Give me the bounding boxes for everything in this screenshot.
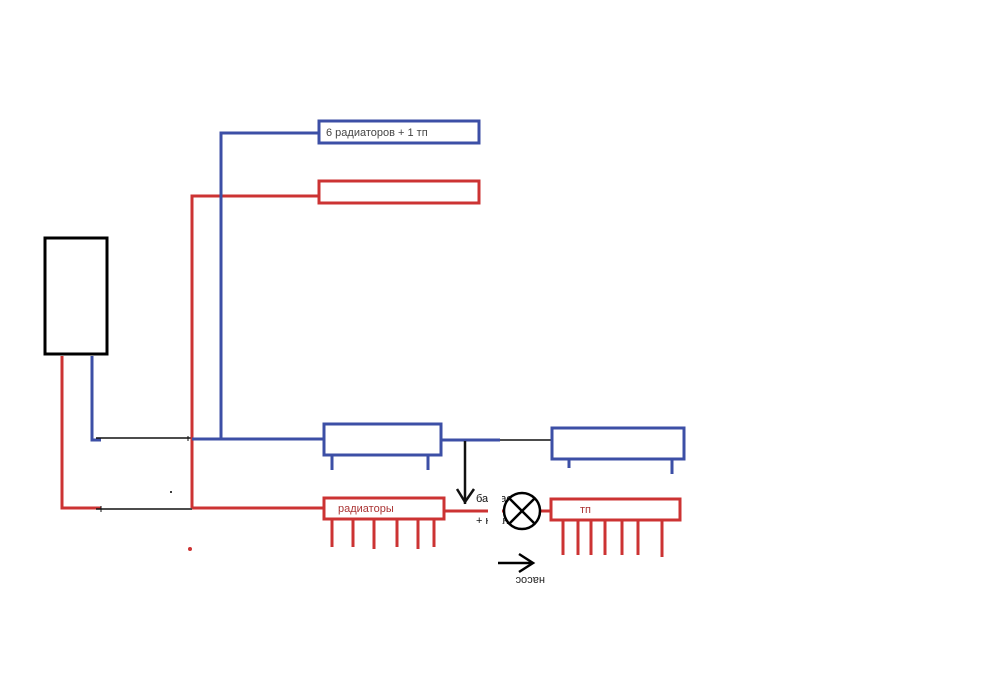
- top-return-manifold: [317, 119, 481, 145]
- boiler-return-pipe: [90, 356, 101, 442]
- label-mask: [488, 488, 502, 528]
- stray-dot: [170, 491, 172, 493]
- supply-riser: [190, 194, 320, 508]
- floor-heating-label: тп: [580, 504, 591, 516]
- radiators-supply-manifold: [322, 496, 446, 521]
- floor-heating-supply-legs: [561, 520, 664, 557]
- radiators-label: радиаторы: [338, 503, 394, 515]
- top-radiators-label: 6 радиаторов + 1 тп: [326, 127, 428, 139]
- floor-heating-return-manifold: [550, 426, 686, 461]
- boiler: [43, 236, 109, 356]
- flow-direction-arrow-icon: [455, 441, 476, 505]
- pump-direction-arrow-icon: [498, 552, 536, 574]
- stray-dot: [188, 547, 192, 551]
- boiler-supply-pipe: [60, 356, 101, 510]
- top-supply-manifold: [317, 179, 481, 205]
- radiators-return-manifold: [322, 422, 443, 457]
- return-riser: [192, 131, 320, 441]
- floor-heating-supply-manifold: [549, 497, 682, 522]
- radiator-supply-legs: [330, 519, 436, 549]
- valve-icon: [502, 491, 542, 531]
- pump-label: насос: [515, 574, 545, 586]
